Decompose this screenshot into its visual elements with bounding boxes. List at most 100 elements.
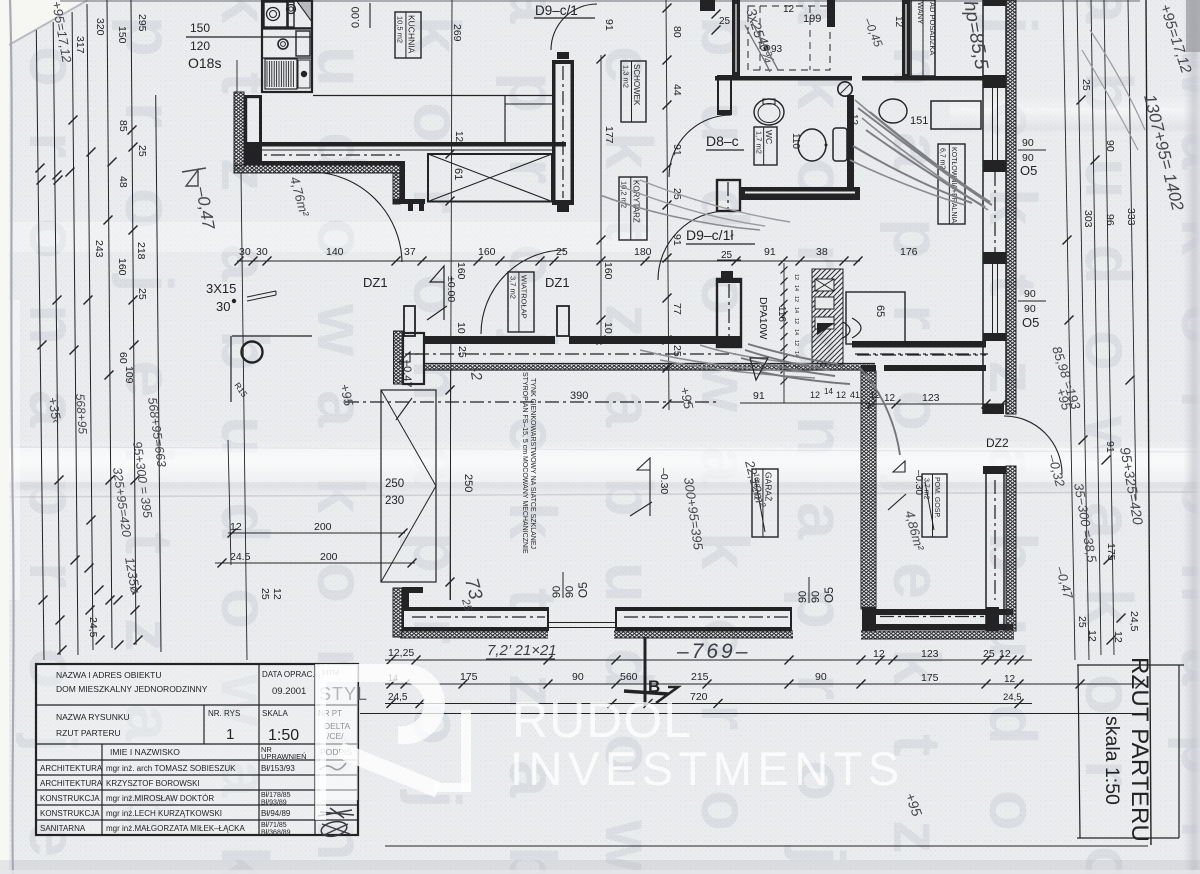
svg-text:150: 150 <box>190 21 210 35</box>
svg-text:o: o <box>399 102 474 143</box>
svg-text:o: o <box>687 790 762 831</box>
svg-text:151: 151 <box>910 115 928 127</box>
svg-text:j: j <box>111 272 186 293</box>
svg-text:09.2001: 09.2001 <box>272 686 306 697</box>
svg-text:25: 25 <box>1076 616 1088 628</box>
svg-text:12: 12 <box>230 521 242 533</box>
svg-text:–769–: –769– <box>676 640 750 663</box>
svg-text:61: 61 <box>452 168 464 180</box>
svg-text:–0.30: –0.30 <box>658 468 670 494</box>
svg-text:k: k <box>687 532 762 570</box>
svg-text:o: o <box>303 562 378 603</box>
svg-text:a: a <box>15 390 90 428</box>
svg-text:WC: WC <box>764 130 774 144</box>
svg-text:e: e <box>879 562 954 599</box>
svg-text:p: p <box>879 218 954 259</box>
svg-text:o: o <box>207 588 282 629</box>
svg-text:230: 230 <box>385 495 404 507</box>
svg-text:a: a <box>207 244 282 282</box>
svg-text:o: o <box>783 760 858 801</box>
svg-text:12: 12 <box>999 648 1011 660</box>
svg-text:12: 12 <box>1112 631 1124 643</box>
svg-text:Bł/94/89: Bł/94/89 <box>261 809 291 818</box>
svg-text:90: 90 <box>815 671 827 683</box>
svg-text:44: 44 <box>671 84 683 96</box>
svg-text:KONSTRUKCJA: KONSTRUKCJA <box>40 809 100 818</box>
svg-text:12: 12 <box>1086 630 1098 642</box>
svg-text:±0.00: ±0.00 <box>445 276 457 302</box>
svg-text:25: 25 <box>136 145 148 157</box>
svg-text:D8–c: D8–c <box>706 133 739 149</box>
svg-text:Bł/178/85: Bł/178/85 <box>261 792 291 799</box>
svg-text:t: t <box>207 72 282 94</box>
svg-text:k: k <box>207 846 282 874</box>
svg-text:o: o <box>111 188 186 229</box>
svg-text:DOM MIESZKALNY JEDNORODZINNY: DOM MIESZKALNY JEDNORODZINNY <box>56 684 208 694</box>
svg-text:90: 90 <box>1024 288 1036 300</box>
svg-text:d: d <box>975 704 1050 745</box>
svg-text:200: 200 <box>320 551 338 563</box>
svg-text:Bł/93/89: Bł/93/89 <box>261 800 287 807</box>
svg-text:12: 12 <box>1004 674 1016 685</box>
svg-text:a: a <box>1071 502 1146 540</box>
svg-text:n: n <box>879 46 954 87</box>
svg-text:160: 160 <box>455 262 467 280</box>
svg-text:90: 90 <box>564 586 576 598</box>
svg-text:+35‹: +35‹ <box>45 396 64 425</box>
svg-text:r: r <box>783 244 858 270</box>
svg-text:30: 30 <box>256 246 268 258</box>
svg-text:24,5: 24,5 <box>87 617 99 638</box>
svg-text:b: b <box>207 330 282 371</box>
svg-text:3,7 m2: 3,7 m2 <box>509 276 518 299</box>
svg-text:120: 120 <box>190 39 210 53</box>
svg-text:25: 25 <box>671 345 683 357</box>
svg-text:O5: O5 <box>822 587 836 603</box>
svg-text:218: 218 <box>135 242 147 260</box>
svg-text:91: 91 <box>671 234 683 246</box>
svg-text:NAZWA I ADRES OBIEKTU: NAZWA I ADRES OBIEKTU <box>56 670 161 680</box>
svg-text:12: 12 <box>793 296 799 302</box>
svg-text:110: 110 <box>790 133 801 149</box>
svg-text:DATA OPRAC.: DATA OPRAC. <box>262 670 315 679</box>
svg-text:SCHOWEK: SCHOWEK <box>632 64 641 106</box>
svg-text:a: a <box>783 502 858 540</box>
svg-text:o: o <box>1071 846 1146 874</box>
svg-text:k: k <box>591 132 666 170</box>
svg-text:w: w <box>303 303 378 357</box>
svg-text:DPA10W: DPA10W <box>757 297 769 339</box>
svg-text:o: o <box>15 218 90 259</box>
svg-text:109: 109 <box>123 366 135 384</box>
svg-text:O5: O5 <box>576 582 590 598</box>
svg-text:SANITARNA: SANITARNA <box>40 824 86 833</box>
svg-text:37: 37 <box>404 246 416 258</box>
svg-text:140: 140 <box>326 246 344 258</box>
svg-text:–0.47: –0.47 <box>401 360 413 388</box>
svg-text:mgr inż.MAŁGORZATA MIŁEK–ŁĄCKA: mgr inż.MAŁGORZATA MIŁEK–ŁĄCKA <box>106 824 246 833</box>
svg-text:D9–c/1: D9–c/1 <box>535 3 578 18</box>
svg-text:D9–c/1ł: D9–c/1ł <box>686 227 734 243</box>
svg-text:10: 10 <box>602 322 614 334</box>
svg-text:91: 91 <box>603 19 615 31</box>
svg-text:a: a <box>303 390 378 428</box>
svg-text:o: o <box>1071 330 1146 371</box>
svg-text:r: r <box>111 102 186 128</box>
svg-text:12: 12 <box>873 648 885 660</box>
svg-text:123: 123 <box>922 392 940 404</box>
svg-text:91: 91 <box>1104 441 1116 453</box>
svg-text:o: o <box>591 734 666 775</box>
svg-text:10,5 m2: 10,5 m2 <box>396 16 405 43</box>
svg-text:333: 333 <box>1125 208 1137 226</box>
svg-text:12: 12 <box>793 318 799 324</box>
svg-text:+95: +95 <box>337 383 356 408</box>
svg-text:t: t <box>879 734 954 756</box>
svg-text:t: t <box>111 532 186 554</box>
svg-text:12: 12 <box>884 393 896 404</box>
svg-text:6,7 m2: 6,7 m2 <box>939 148 946 170</box>
svg-text:12: 12 <box>848 114 859 126</box>
svg-text:a: a <box>495 0 570 24</box>
svg-text:160: 160 <box>116 258 128 276</box>
svg-text:390: 390 <box>570 390 588 402</box>
svg-text:+95: +95 <box>677 386 696 411</box>
svg-text:175: 175 <box>1105 543 1117 561</box>
svg-text:a: a <box>495 760 570 798</box>
